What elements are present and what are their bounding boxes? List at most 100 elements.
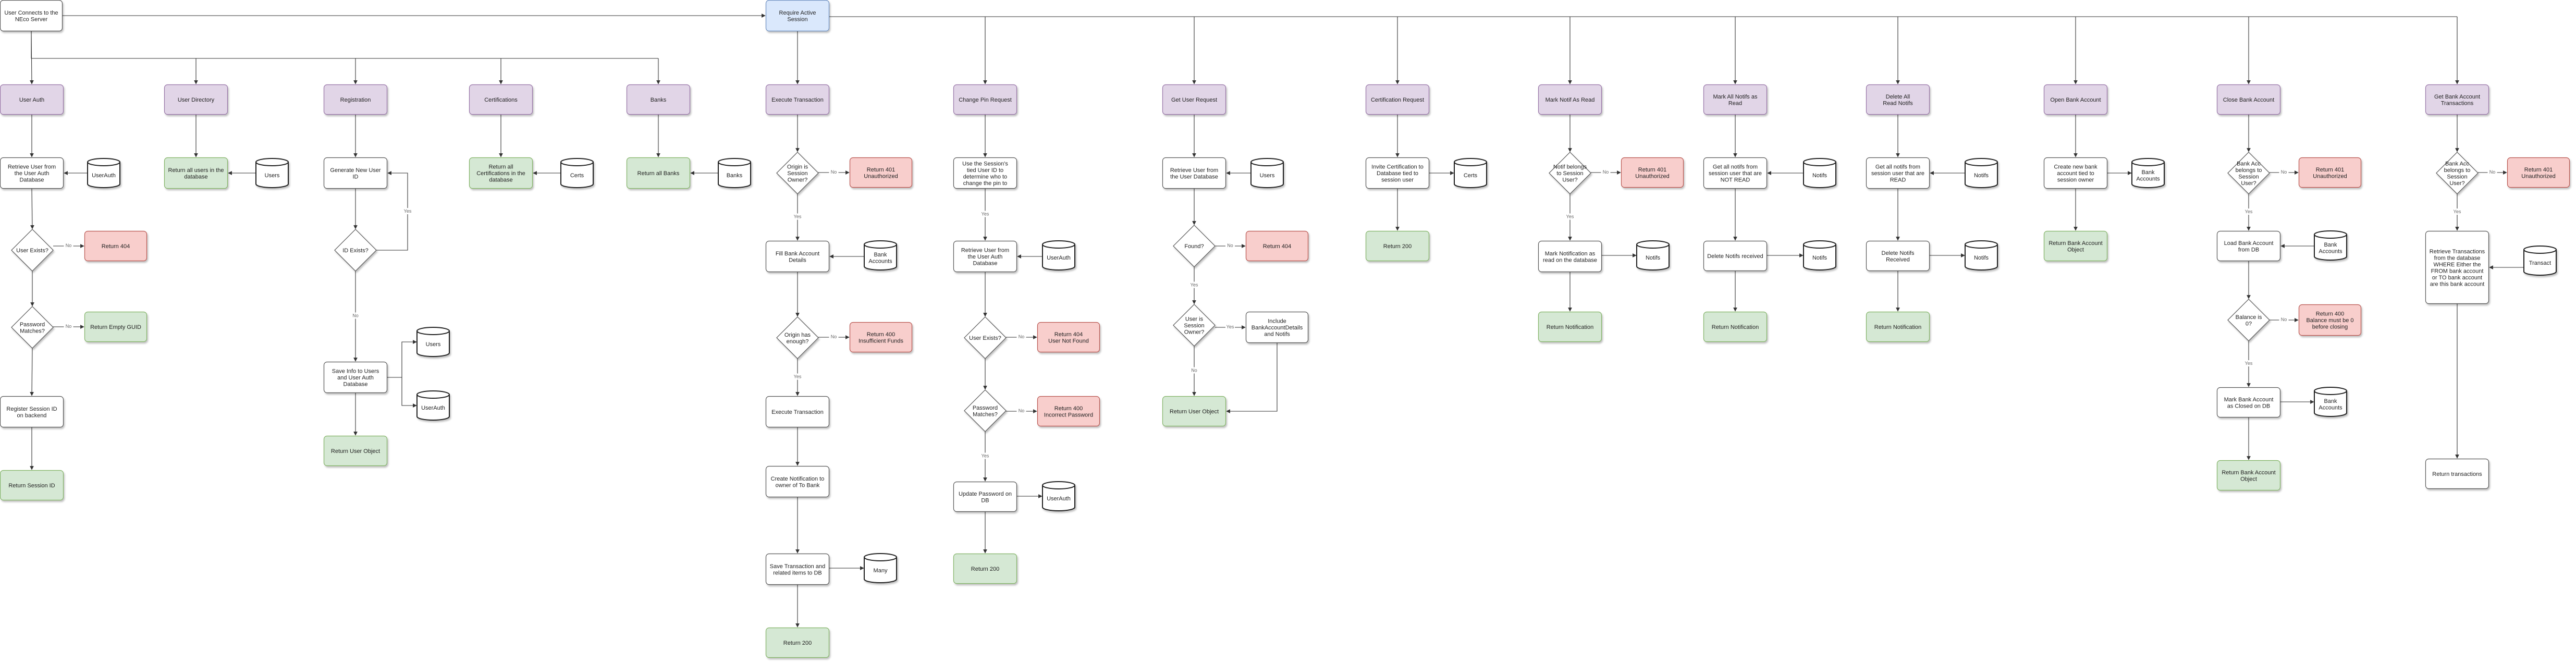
process-box [1245,230,1309,262]
node-label: the User Auth [15,170,50,177]
process-box [0,157,64,189]
node-label: Object [2067,247,2084,253]
process-box [2043,230,2108,262]
edge-label: Yes [793,213,802,220]
decision-diamond [964,389,1007,432]
node-label: Session [2238,174,2259,180]
node-ma-del: Delete Notifs received [1703,240,1768,272]
node-label: tied User ID to [967,167,1003,174]
node-label: from the database [2434,255,2481,261]
flow-arrow [387,340,417,378]
process-box [2043,84,2108,115]
process-box [1621,157,1684,188]
node-label: Accounts [2319,404,2342,411]
node-label: from DB [2238,247,2259,253]
node-label: Database [973,261,997,267]
node-cp-200: Return 200 [953,553,1017,584]
node-gu-db: Users [1250,158,1284,188]
node-label: belongs to [2444,167,2471,174]
svg-text:Yes: Yes [794,214,802,219]
node-label: Users [265,173,280,179]
process-box [1703,84,1768,115]
node-label: Password [973,405,998,411]
node-label: Retrieve User from [1170,167,1218,174]
node-label: Accounts [868,258,892,264]
bus-line [31,31,658,59]
svg-text:No: No [1603,169,1609,175]
node-label: Return User Object [331,448,380,455]
svg-text:No: No [1019,408,1025,413]
process-box [2425,458,2489,489]
node-label: Accounts [2319,248,2342,254]
node-label: Use the Session's [962,161,1008,167]
node-label: Return 200 [971,566,999,572]
node-label: Return Empty GUID [90,324,141,330]
node-label: on backend [17,412,47,419]
process-box [1866,311,1930,342]
node-label: 0? [2246,321,2252,327]
node-label: Bank Acc [2237,161,2261,167]
edge-label: No [351,312,360,319]
process-box [1245,311,1309,343]
node-label: NOT READ [1721,177,1750,183]
decision-diamond [2227,299,2270,341]
process-box [1703,240,1768,272]
node-cr: Certification Request [1365,84,1430,115]
node-label: Return 200 [1383,243,1412,250]
edge-label: No [829,334,839,340]
decision-diamond [1173,225,1216,267]
edge-label: No [1189,367,1199,374]
node-label: Get Bank Account [2434,94,2480,100]
node-da-db2: Notifs [1965,240,1998,271]
node-label: Return 404 [102,243,130,250]
node-label: Certification Request [1371,97,1424,103]
node-label: ID [353,174,359,180]
process-box [164,84,228,115]
node-label: User Exists? [16,248,48,254]
node-label: Bank Acc [2445,161,2469,167]
node-label: Load Bank Account [2224,240,2274,247]
node-label: Details [789,257,806,263]
process-box [469,84,533,115]
decision-diamond [2436,152,2479,194]
process-box [1866,157,1930,189]
process-box [1365,84,1430,115]
node-rg-db1: Users [416,327,450,357]
process-box [1162,157,1226,189]
decision-diamond [1549,152,1591,194]
decision-diamond [776,152,819,194]
edge-label: No [2279,169,2289,175]
node-label: User Directory [178,97,215,103]
node-gu: Get User Request [1162,84,1226,115]
node-label: Database [19,177,44,183]
process-box [1866,84,1930,115]
node-label: Return 401 [1638,167,1666,173]
node-mr: Mark Notif As Read [1538,84,1602,115]
node-label: Return Notification [1547,324,1594,330]
node-label: Certs [1464,173,1478,179]
node-et-db2: Many [864,553,897,583]
node-label: Return User Object [1170,409,1219,415]
process-box [1365,157,1430,189]
svg-text:No: No [831,169,837,175]
node-label: Invite Certification to [1371,164,1424,170]
edge-label: No [2487,169,2497,175]
node-label: Found? [1184,243,1204,250]
node-label: Banks [727,173,743,179]
node-cr-db: Certs [1454,158,1487,188]
process-box [1037,396,1100,427]
node-label: Return 400 [867,332,895,338]
node-label: User? [2241,180,2256,187]
svg-text:Yes: Yes [404,208,412,214]
node-label: Transactions [2441,100,2474,106]
process-box [323,157,388,189]
process-box [2425,230,2489,304]
